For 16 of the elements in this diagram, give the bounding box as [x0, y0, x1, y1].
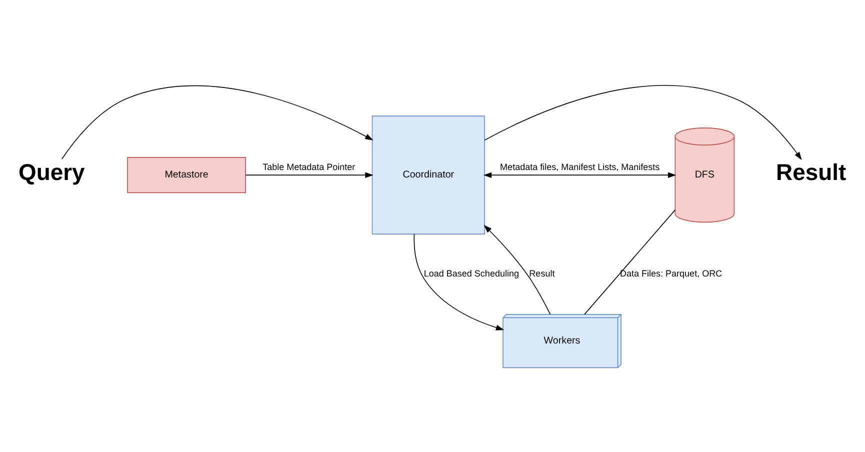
edge-label: Table Metadata Pointer	[262, 161, 356, 172]
edge-label: Load Based Scheduling	[424, 268, 519, 278]
arrow	[484, 84, 802, 160]
arrow	[62, 84, 374, 159]
edge-label: Data Files: Parquet, ORC	[620, 268, 722, 278]
edge-label: Metadata files, Manifest Lists, Manifests	[500, 161, 660, 172]
arrow	[483, 172, 676, 178]
node-box: Coordinator	[372, 115, 485, 234]
arrow	[484, 224, 551, 314]
edge-label: Result	[529, 268, 555, 278]
connector	[584, 209, 676, 314]
node-text: Result	[776, 158, 846, 184]
node-text: Query	[18, 158, 85, 184]
arrow	[245, 172, 374, 178]
arrow	[414, 233, 504, 330]
node-box: Metastore	[127, 156, 246, 193]
